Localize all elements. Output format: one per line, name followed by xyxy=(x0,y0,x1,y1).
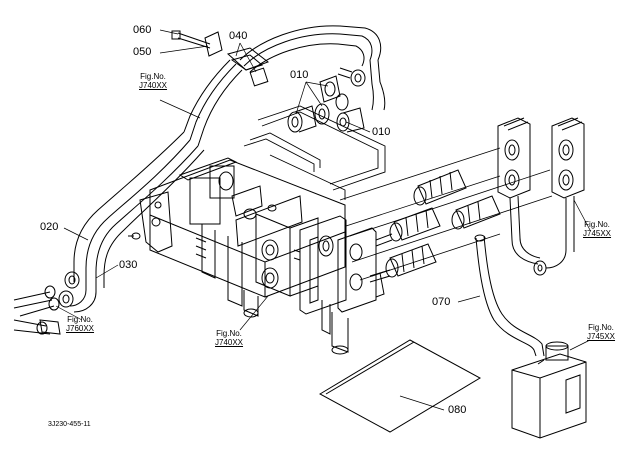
clamp-assembly xyxy=(171,30,270,87)
fig-ref-left-bottom: Fig.No. J760XX xyxy=(66,315,95,333)
fig-ref-right-bottom: Fig.No. J745XX xyxy=(587,323,616,341)
instruction-sheet xyxy=(318,339,482,433)
part-label-060: 060 xyxy=(133,24,152,36)
fig-ref-right-middle: Fig.No. J745XX xyxy=(583,220,612,238)
diagram-code: 3J230-455-11 xyxy=(48,421,91,428)
fig-ref-center-bottom: Fig.No. J740XX xyxy=(215,329,244,347)
part-label-050: 050 xyxy=(133,46,152,58)
part-label-010-lower: 010 xyxy=(372,126,391,138)
control-valve-block xyxy=(149,157,385,355)
part-label-010-upper: 010 xyxy=(290,69,309,81)
part-label-070: 070 xyxy=(432,296,451,308)
fig-ref-upper-left: Fig.No. J740XX xyxy=(139,72,168,90)
quick-couplers xyxy=(369,169,501,283)
part-label-020: 020 xyxy=(40,221,59,233)
part-label-080: 080 xyxy=(448,404,467,416)
return-hose xyxy=(474,234,545,357)
mounting-bracket xyxy=(128,191,173,253)
oil-tank xyxy=(511,341,587,439)
part-label-040: 040 xyxy=(229,30,248,42)
coupler-brackets xyxy=(497,117,585,276)
long-pipes xyxy=(13,131,205,335)
leader-lines xyxy=(55,29,591,411)
upper-pipe-bundle xyxy=(183,25,386,147)
hose-lines xyxy=(339,147,553,281)
part-label-030: 030 xyxy=(119,259,138,271)
routing-lines xyxy=(243,105,386,200)
